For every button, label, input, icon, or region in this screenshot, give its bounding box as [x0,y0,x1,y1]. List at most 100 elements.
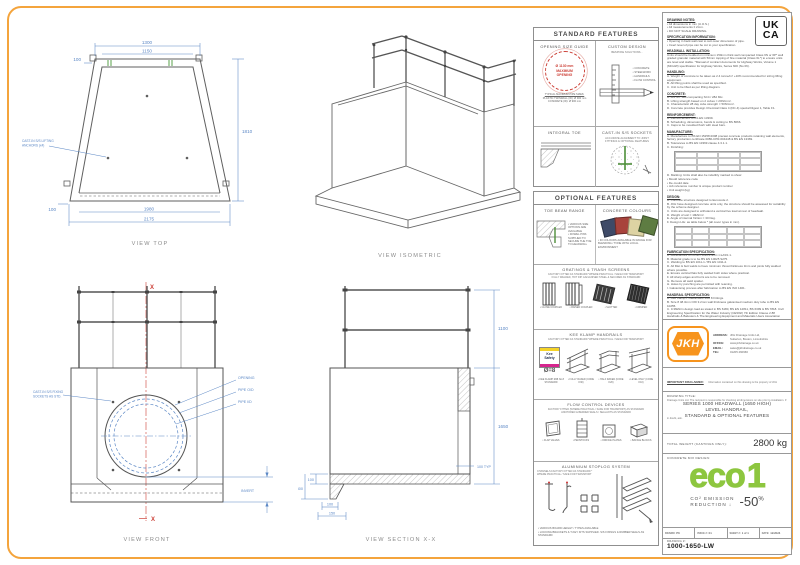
notes-section-heading: HANDLING: [667,70,685,75]
notes-section: MANUFACTURE: A. Manufacture to BS EN 152… [667,130,787,173]
notes-item: B. Scheduling, dimensions, bends & cutti… [667,119,742,124]
dim-2175: 2175 [144,217,155,222]
notes-section: SPECIFICATION INFORMATION: • Opening in … [667,35,787,47]
socket-detail-icon [610,146,652,175]
handrail-level-icon [626,347,653,374]
notes-section: HANDLING: A. Weight of concrete to be ta… [667,70,787,89]
stoplog-assembly-icon [616,474,653,523]
disclaimer-block: IMPORTANT DISCLAIMER: Information contai… [663,367,791,420]
stoplog-caption-l2: WHERE PRACTICAL / SAFE FOR TRANSPORT [537,473,592,477]
drawing-number-value: 1000-1650-LW [667,543,715,550]
notes-block: UK CA DRAWING NOTES: • All dimensions in… [663,13,791,319]
pipe-id-label: PIPE I/D [238,400,252,404]
drawing-title-line-1: SERIES 1000 HEADWALL (1650 HIGH) [682,401,772,406]
custom-design-cell: CUSTOM DESIGN BESPOKE SOLUTIONS... • CON… [596,41,658,127]
standard-features-title: STANDARD FEATURES [534,28,658,41]
notes-item: D. Weight of soil = 19kN/m³. [667,212,705,217]
notes-section-heading: REINFORCEMENT: [667,112,696,117]
max-opening-diagram: Ø 1130 mm MAXIMUM OPENING [544,51,585,91]
notes-section-heading: FABRICATION SPECIFICATION: [667,249,715,254]
toe-beam-icon [536,220,566,248]
gratings-caption-2: FULLY WELDED, HOT DIP GALVANISED STEEL &… [551,276,641,280]
contact-row: ADDRESS: JKH Drainage Units Ltd, [713,333,761,338]
kee-label-2: • FULLY RAKED (CODE K30) [567,378,594,384]
opening-size-guide-cell: OPENING SIZE GUIDE Ø 1130 mm MAXIMUM OPE… [534,41,596,127]
notes-item: A. Manufacture to BS EN 15258:2008 preca… [667,133,785,142]
notes-item: D. Marking: Units shall also be indelibl… [667,173,743,178]
stoplog-caption-l1: CHANNELS FACTORY FITTED AS STANDARD * [537,470,593,473]
sheet-cell: SHEET #:1 of 1 [728,528,760,538]
notes-section: CONCRETE: A. Mix ref: Self-compacting SC… [667,92,787,111]
eco1-logo: eco1 [689,457,767,495]
notes-item: B. Size 8 48.3mm O/D 3.2mm wall thicknes… [667,299,780,308]
optional-features-title: OPTIONAL FEATURES [534,192,658,205]
orifice-plate-icon [602,424,615,438]
notes-section: D. Marking: Units shall also be indelibl… [667,174,787,192]
stoplog-heading: ALUMINIUM STOPLOG SYSTEM [561,464,631,469]
ukca-ca: CA [762,29,780,41]
flow-label-4: • BAFFLE BLOCKS [630,439,652,443]
toe-beam-and-colours-row: TOE BEAM RANGE • VARIOUS SIZE OPTIONS AR… [534,205,658,265]
notes-item: B. Tolerances to BS EN 13369 clause 4.3.… [667,140,728,145]
notes-item: • Opening in back wall cast to suit oute… [667,38,745,43]
invert-label: INVERT [241,489,255,493]
notes-item: C. Welding to BS EN 1011-1 / BS EN 1011-… [667,260,728,265]
pencil-ruler-icon [599,64,655,104]
grating-label-3: • SLOTTED [604,306,618,310]
notes-item: • Job reference number & unique product … [667,184,733,189]
cast-in-sockets-cell: CAST-IN S/S SOCKETS ACCURATE ALIGNMENT T… [596,127,658,187]
kee-size-symbol: Ø=8 [543,367,556,374]
notes-item: B. Material grade is to be BS EN 10025 S… [667,256,729,261]
optional-features-panel: OPTIONAL FEATURES TOE BEAM RANGE • VARIO… [533,191,659,546]
drawing-title-label: DRAWING TITLE: [667,394,697,398]
notes-section: HEADWALL INSTALLATION: Units should be b… [667,49,787,68]
contact-row: TEL: 01205 460966 [713,349,748,354]
ukca-uk: UK [762,19,780,32]
stoplog-brackets-icon [580,494,599,513]
drawing-number-block: DRAWING #: 1000-1650-LW [663,538,791,554]
notes-item: C. Finishing: [667,144,684,149]
contact-row: EMAIL: sales@jkhdrainage.co.uk [713,345,762,350]
mix-label: CONCRETE MIX DESIGN: [667,456,711,460]
notes-item: C. Units are designed to withstand a ver… [667,209,764,213]
notes-item: • Mould reference code [667,176,698,181]
notes-section-heading: DESIGN: [667,194,681,199]
custom-bullet-concrete: • CONCRETE [632,67,650,70]
toe-beam-heading: TOE BEAM RANGE [544,208,585,213]
max-opening-diameter: Ø 1130 mm [555,64,574,69]
flap-valve-icon [545,420,560,437]
max-opening-word1: MAXIMUM [556,68,573,73]
colour-swatches [598,214,658,239]
notes-item: F. All sharp edges and burrs are to be r… [667,275,731,280]
contact-block: JKH ADDRESS: JKH Drainage Units Ltd, Sut… [663,319,791,367]
penstock-icon [576,418,587,438]
view-isometric-drawing: VIEW ISOMETRIC [314,35,522,259]
drawing-title-block: DRAWING TITLE: SERIES 1000 HEADWALL (165… [663,391,791,433]
grating-raised-coupled-icon [565,282,583,306]
reduction-value: -50% [739,494,764,510]
dim-100-slab: 100 [308,478,314,482]
notes-item: D. All fillet & butt welds to have minim… [667,264,781,272]
kee-klamp-heading: KEE KLAMP HANDRAILS [569,332,623,337]
dim-100-typ: 100 TYP [477,465,492,469]
notes-item: • DO NOT SCALE DRAWING. [667,28,708,33]
disclaimer-heading: IMPORTANT DISCLAIMER: [667,380,704,384]
toe-beam-cell: TOE BEAM RANGE • VARIOUS SIZE OPTIONS AR… [534,205,596,264]
notes-item: B. JKH have designed concrete units only… [667,201,786,210]
stoplog-lifting-key-icon [562,481,572,514]
flow-caption-1: FACTORY FITTED (WHERE PRACTICAL / SAFE F… [547,408,645,411]
contact-rows: ADDRESS: JKH Drainage Units Ltd, Suttert… [713,333,787,353]
stoplog-section: ALUMINIUM STOPLOG SYSTEM CHANNELS FACTOR… [534,462,658,545]
notes-item: D. Concrete provides Design Chemical Cla… [667,106,776,110]
handrail-half-raked-icon [595,350,622,374]
stoplog-bullet-1: • VARIOUS BOARD HEIGHT / TYPES AVAILABLE [538,527,599,530]
notes-section-heading: HANDRAIL SPECIFICATION: [667,292,710,297]
notes-item: • All dimensions in mm (U.O.S.) [667,21,709,26]
jkh-logo: JKH [667,325,709,362]
notes-item: • Unit weight (kg) [667,187,690,192]
notes-item: C. Caps to be moulded flush with steel b… [667,123,726,128]
notes-section-heading: HEADWALL INSTALLATION: [667,49,710,54]
grating-crimped-icon [626,283,650,305]
